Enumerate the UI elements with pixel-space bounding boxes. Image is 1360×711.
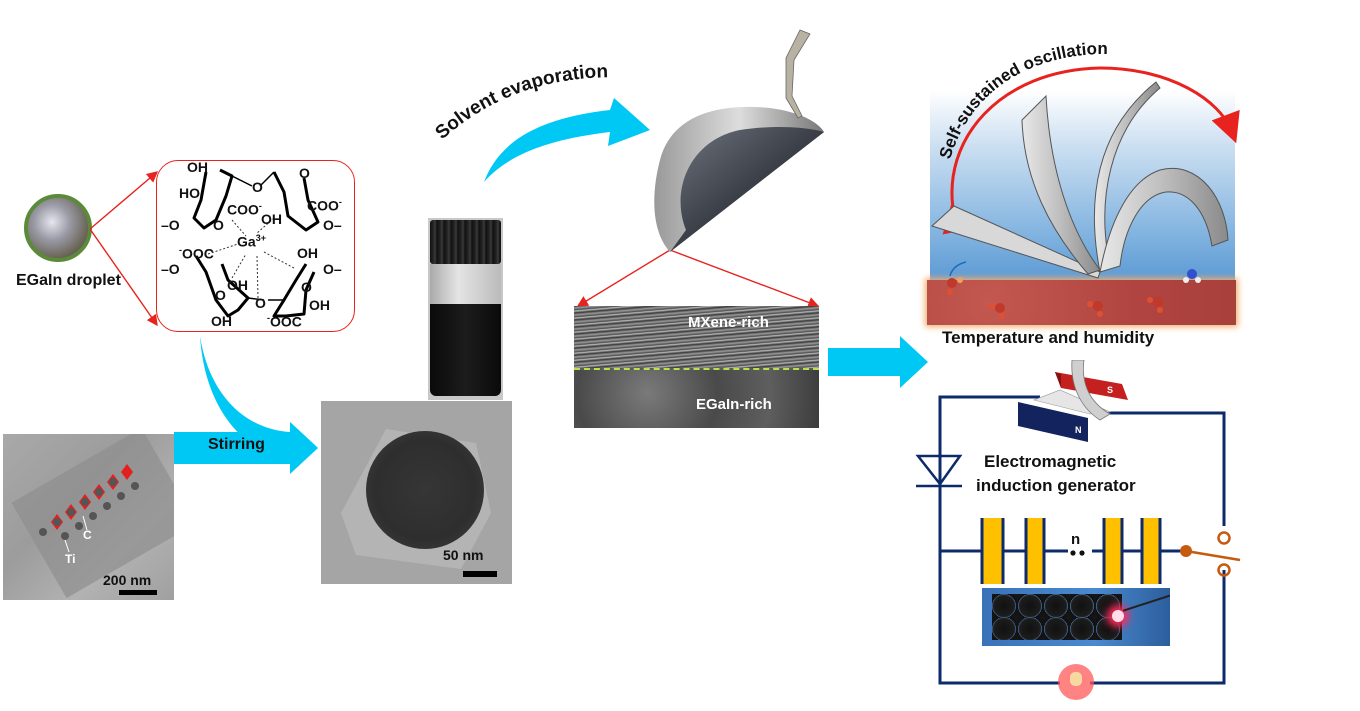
chem-o-left-top: –O xyxy=(161,217,180,233)
generator-circuit: S N n xyxy=(915,360,1241,700)
strip-loop xyxy=(1099,168,1229,273)
chem-o-right-top: O– xyxy=(323,217,342,233)
magnet-s-label: S xyxy=(1107,385,1113,395)
tweezers xyxy=(785,29,811,119)
sem-image: MXene-rich EGaIn-rich xyxy=(574,306,819,428)
film-front-dark xyxy=(670,126,824,252)
chem-o-bridge-top: O xyxy=(252,179,263,195)
chem-structure-drawing xyxy=(192,168,320,318)
supercap-cells xyxy=(992,594,1122,640)
magnet-n-label: N xyxy=(1075,425,1082,435)
switch-pivot xyxy=(1180,545,1192,557)
wire-right-bottom xyxy=(1090,570,1226,685)
sem-interface-dash xyxy=(574,368,819,370)
egain-droplet-label: EGaIn droplet xyxy=(16,272,121,289)
vial-glass xyxy=(430,264,501,304)
diode-symbol xyxy=(915,454,963,488)
vial-liquid xyxy=(430,304,501,396)
chem-oh-top: OH xyxy=(187,159,208,175)
chem-o-ring-bl: O xyxy=(215,287,226,303)
wire-right xyxy=(1105,411,1226,526)
chem-coo-right: COO- xyxy=(307,197,342,214)
tem-particle-scale-label: 50 nm xyxy=(443,547,484,563)
chem-oh-bottom: OH xyxy=(211,313,232,329)
tem-label-c: C xyxy=(83,528,92,542)
tem-particle-image: 50 nm xyxy=(321,401,512,584)
red-arrow-sem-left xyxy=(576,249,671,307)
sem-mxene-layer xyxy=(574,306,819,368)
chem-ga-ion: Ga3+ xyxy=(237,233,266,250)
chem-ho-left: HO xyxy=(179,185,200,201)
tem-mxene-scale-bar xyxy=(119,590,157,595)
red-arrow-lower xyxy=(89,228,158,327)
sem-egain-layer xyxy=(574,370,819,428)
led-icon xyxy=(1070,672,1082,686)
chem-o-left-bot: –O xyxy=(161,261,180,277)
sem-bottom-label: EGaIn-rich xyxy=(696,396,772,413)
svg-text:Solvent evaporation: Solvent evaporation xyxy=(432,61,609,143)
chem-structure-box: OH HO O O COO- OH COO- –O O O– Ga3+ -OOC… xyxy=(156,159,355,332)
led-wires xyxy=(1122,594,1170,612)
chem-ooc-left: -OOC xyxy=(179,245,214,262)
oscillation-arc-arrow xyxy=(942,66,1240,235)
tem-particle-scale-bar xyxy=(463,571,497,577)
chem-o-ring-tl: O xyxy=(213,217,224,233)
capacitor xyxy=(1104,518,1122,584)
wire-left-top xyxy=(938,395,1060,685)
solvent-evaporation-arrow xyxy=(484,98,650,182)
switch-symbol xyxy=(1185,531,1241,577)
chem-oh-mid: OH xyxy=(261,211,282,227)
capacitor-bank xyxy=(980,518,1162,584)
humid-surface xyxy=(927,280,1236,325)
capacitor xyxy=(1142,518,1160,584)
oscillation-drawing: Self-sustained oscillation xyxy=(931,39,1240,319)
cap-count-label: n xyxy=(1071,531,1080,548)
ellipsis-dot xyxy=(1070,550,1076,556)
chem-oh-right-top: OH xyxy=(297,245,318,261)
solvent-evaporation-text: Solvent evaporation xyxy=(432,61,609,143)
sem-top-label: MXene-rich xyxy=(688,314,769,331)
lit-led xyxy=(1112,610,1124,622)
supercapacitor-photo xyxy=(982,588,1170,646)
capacitor xyxy=(982,518,1003,584)
egain-droplet xyxy=(24,194,92,262)
lattice-c-atom xyxy=(121,464,133,480)
circuit-title-line2: induction generator xyxy=(976,476,1136,495)
stirring-arrow xyxy=(174,422,318,474)
chem-ooc-bottom: -OOC xyxy=(267,313,302,330)
chem-o-bridge-bot: O xyxy=(255,295,266,311)
evaporation-arrow-small xyxy=(949,261,967,277)
oscillation-caption: Temperature and humidity xyxy=(942,328,1155,347)
peeled-film xyxy=(654,29,824,252)
mxene-lattice-model xyxy=(39,464,139,553)
vial-cap xyxy=(430,220,501,264)
svg-text:Self-sustained oscillation: Self-sustained oscillation xyxy=(936,39,1108,161)
oscillation-title: Self-sustained oscillation xyxy=(936,39,1108,161)
magnet-assembly xyxy=(1018,360,1128,442)
tem-label-ti: Ti xyxy=(65,552,76,566)
vial-photo xyxy=(428,218,503,400)
particle-core xyxy=(366,431,484,549)
red-arrow-upper xyxy=(89,171,159,230)
water-molecules xyxy=(947,269,1201,319)
tem-mxene-scale-label: 200 nm xyxy=(103,572,152,588)
chem-coo-mid: COO- xyxy=(227,201,262,218)
red-arrow-sem-right xyxy=(669,249,820,308)
ellipsis-dot xyxy=(1079,550,1085,556)
chem-o-ring-br: O xyxy=(301,279,312,295)
chem-o-right-bot: O– xyxy=(323,261,342,277)
magnet-north xyxy=(1018,402,1088,442)
chem-o-ring-tr: O xyxy=(299,165,310,181)
bent-strip-on-magnet xyxy=(1071,360,1111,421)
tem-mxene-image: C Ti 200 nm xyxy=(3,434,174,600)
stirring-label: Stirring xyxy=(208,436,265,453)
capacitor xyxy=(1026,518,1044,584)
chem-oh-inner: OH xyxy=(227,277,248,293)
circuit-title-line1: Electromagnetic xyxy=(984,452,1117,471)
solvent-evaporation-label: Solvent evaporation xyxy=(432,61,609,143)
chem-oh-right: OH xyxy=(309,297,330,313)
sem-to-device-arrow xyxy=(828,336,928,388)
